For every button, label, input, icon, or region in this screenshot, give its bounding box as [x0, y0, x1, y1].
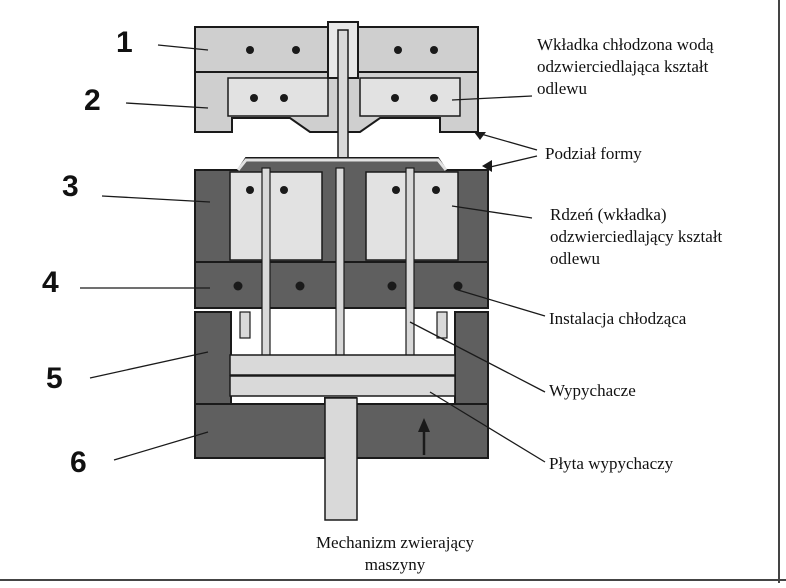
plate-5-left — [194, 311, 232, 405]
number-4: 4 — [42, 266, 59, 299]
label-core-insert: Rdzeń (wkładka) odzwierciedlający kształ… — [550, 204, 722, 270]
plate-5-right — [454, 311, 489, 405]
label-core-insert-line-3: odlewu — [550, 249, 601, 268]
ejector-plate — [229, 375, 456, 397]
label-leader-lines — [409, 95, 546, 463]
arrow-up-icon — [418, 418, 430, 432]
label-ejector-plate: Płyta wypychaczy — [549, 454, 674, 473]
number-6: 6 — [70, 446, 87, 479]
label-clamping-mechanism-line-2: maszyny — [364, 555, 426, 574]
label-parting-line: Podział formy — [545, 144, 642, 163]
number-1: 1 — [116, 26, 133, 59]
cooling-holes-plate-3 — [246, 186, 440, 194]
ejector-retainer-plate — [229, 354, 456, 376]
core-insert-left — [229, 171, 323, 261]
number-3: 3 — [62, 170, 79, 203]
label-water-cooled-insert-line-1: Wkładka chłodzona wodą — [537, 35, 714, 54]
label-water-cooled-insert: Wkładka chłodzona wodą odzwierciedlająca… — [537, 34, 714, 100]
label-clamping-mechanism: Mechanizm zwierający maszyny — [290, 532, 500, 576]
molded-part — [236, 158, 448, 171]
cavity-insert-right — [359, 77, 461, 117]
cooling-holes-plate-4 — [233, 281, 463, 291]
number-2: 2 — [84, 84, 101, 117]
number-leader-lines — [80, 44, 211, 461]
label-cooling-installation: Instalacja chłodząca — [549, 309, 687, 328]
label-water-cooled-insert-line-2: odzwierciedlająca kształt — [537, 57, 709, 76]
sprue-channel — [337, 29, 349, 171]
label-water-cooled-insert-line-3: odlewu — [537, 79, 588, 98]
cooling-holes-plate-2 — [250, 94, 438, 102]
label-arrowheads — [474, 132, 492, 172]
number-5: 5 — [46, 362, 63, 395]
label-clamping-mechanism-line-1: Mechanizm zwierający — [315, 533, 475, 552]
guide-pin-left — [239, 311, 251, 339]
label-core-insert-line-1: Rdzeń (wkładka) — [550, 205, 667, 224]
cavity-insert-left — [227, 77, 329, 117]
label-core-insert-line-2: odzwierciedlający kształt — [550, 227, 723, 246]
label-ejectors: Wypychacze — [549, 381, 636, 400]
guide-pin-right — [436, 311, 448, 339]
cooling-holes-plate-1 — [246, 46, 438, 54]
ejector-rod — [324, 397, 358, 521]
